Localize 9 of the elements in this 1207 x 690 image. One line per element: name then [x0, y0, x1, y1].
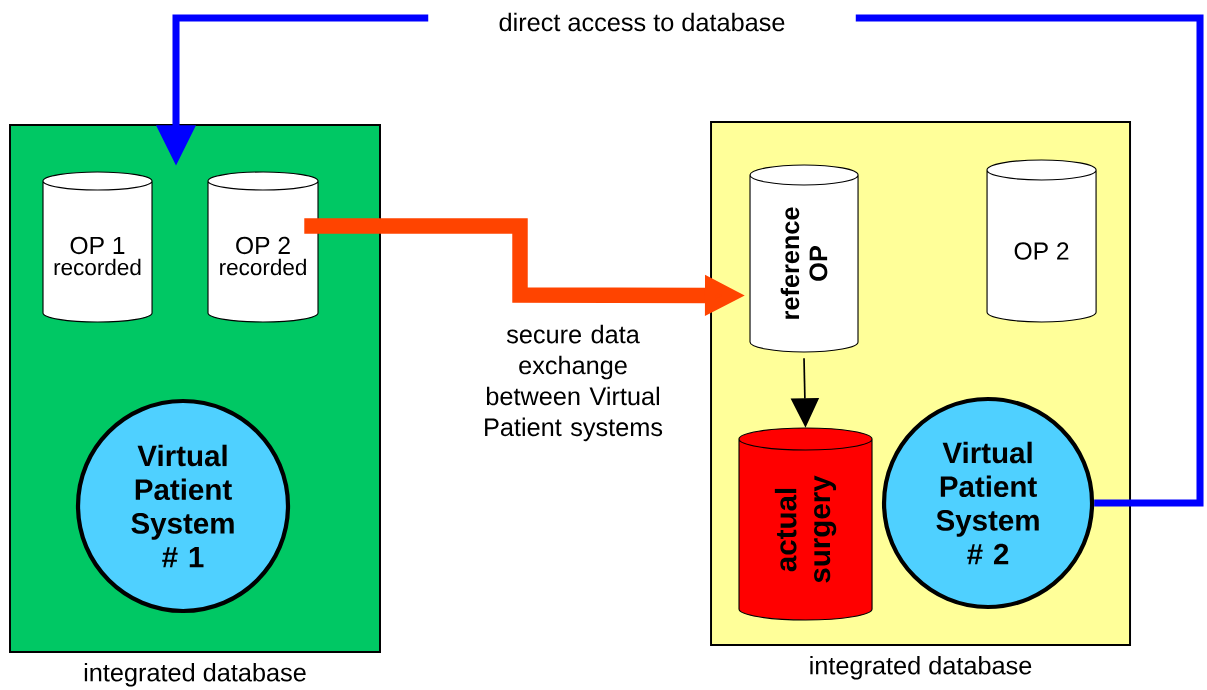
edge-label: secure data exchange between Virtual Patient systems — [485, 324, 663, 442]
database-cylinder: reference OP — [749, 164, 859, 353]
database-cylinder: OP 1 recorded — [42, 171, 153, 323]
database-cylinder: OP 2 — [986, 159, 1097, 323]
node-label: integrated database — [84, 662, 306, 687]
database-cylinder: actual surgery — [738, 427, 873, 621]
edge-label: direct access to database — [428, 8, 856, 36]
database-cylinder: OP 2 recorded — [207, 171, 319, 323]
node-label: integrated database — [810, 655, 1032, 680]
